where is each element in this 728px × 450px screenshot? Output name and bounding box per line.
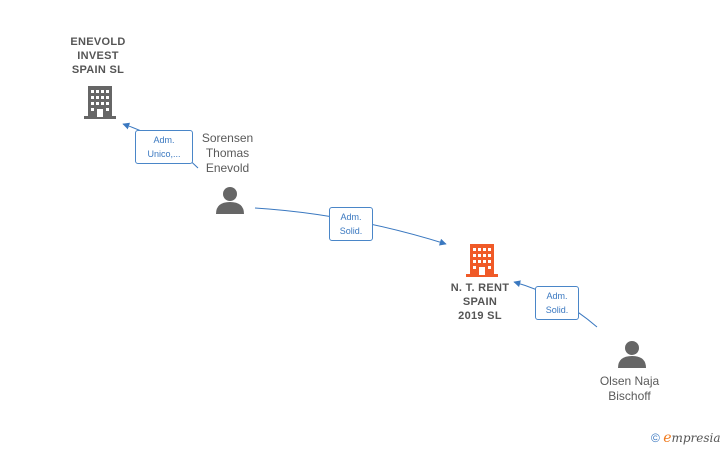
company-label-enevold-invest[interactable]: ENEVOLD INVEST SPAIN SL (70, 36, 126, 76)
building-icon[interactable] (466, 242, 498, 278)
person-label-olsen[interactable]: Olsen Naja Bischoff (599, 374, 660, 403)
edge-label-adm-unico[interactable]: Adm. Unico,... (135, 130, 193, 164)
empresia-logo: empresia (663, 430, 721, 446)
building-icon[interactable] (84, 84, 116, 120)
person-icon[interactable] (215, 186, 245, 214)
edge-label-adm-solid[interactable]: Adm. Solid. (535, 286, 579, 320)
edge-label-adm-solid[interactable]: Adm. Solid. (329, 207, 373, 241)
person-label-sorensen[interactable]: Sorensen Thomas Enevold (201, 131, 254, 175)
person-icon[interactable] (617, 340, 647, 368)
company-label-nt-rent[interactable]: N. T. RENT SPAIN 2019 SL (450, 282, 510, 322)
copyright-symbol: © (651, 431, 660, 445)
empresia-watermark: © empresia (651, 430, 721, 446)
